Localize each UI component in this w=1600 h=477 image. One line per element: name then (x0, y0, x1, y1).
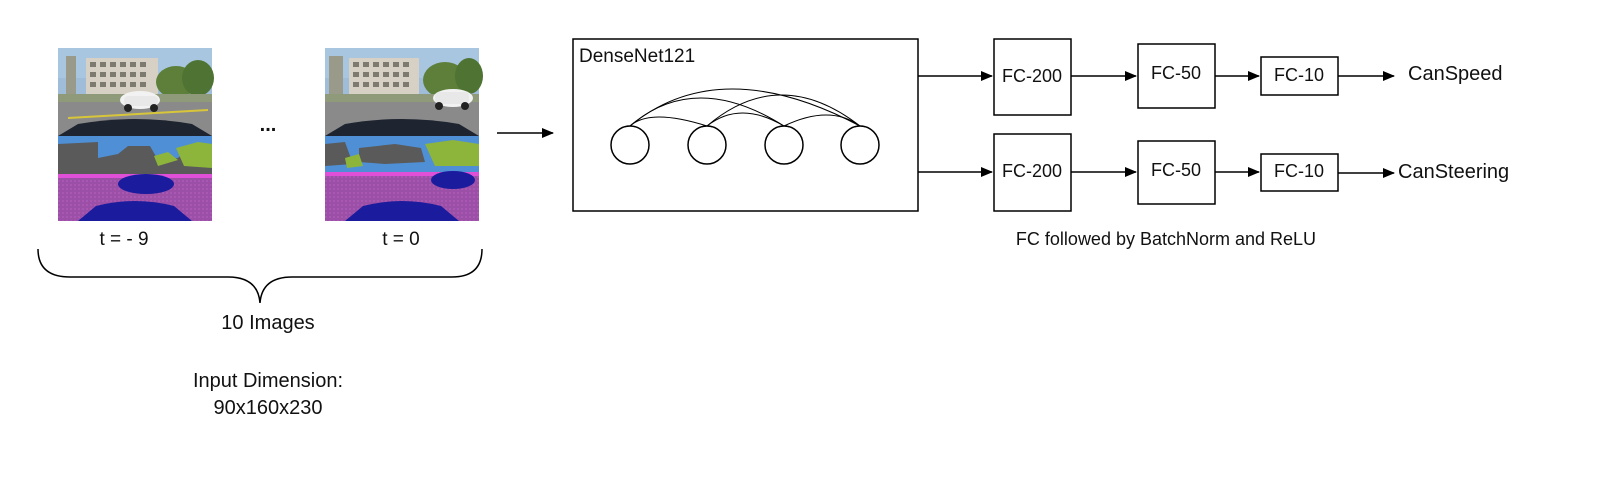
steering-fc10-box (1260, 153, 1339, 192)
speed-fc10-label: FC-10 (1274, 65, 1324, 85)
steering-fc200-box (993, 133, 1072, 212)
frame-t-0 (325, 48, 483, 221)
frames-brace (37, 248, 483, 304)
steering-fc10-label: FC-10 (1274, 161, 1324, 181)
steering-head: FC-200 FC-50 FC-10 CanSteering (918, 133, 1509, 212)
segmentation-image (325, 136, 479, 221)
densenet-title: DenseNet121 (579, 46, 695, 67)
frame-label-last: t = 0 (382, 229, 420, 250)
brace-label: 10 Images (221, 312, 314, 334)
frames-ellipsis: ... (260, 114, 277, 136)
speed-fc50-label: FC-50 (1151, 63, 1201, 83)
frame-label-first: t = - 9 (99, 229, 148, 250)
camera-image (325, 48, 483, 136)
speed-fc200-label: FC-200 (1002, 66, 1062, 86)
dense-node (610, 125, 650, 165)
speed-output-label: CanSpeed (1408, 63, 1503, 85)
steering-output-label: CanSteering (1398, 161, 1509, 183)
steering-fc50-label: FC-50 (1151, 160, 1201, 180)
dense-node (840, 125, 880, 165)
steering-fc200-label: FC-200 (1002, 161, 1062, 181)
speed-fc50-box (1137, 43, 1216, 109)
fc-note: FC followed by BatchNorm and ReLU (1016, 229, 1316, 249)
dense-node (764, 125, 804, 165)
input-dimension-value: 90x160x230 (214, 397, 323, 419)
speed-fc200-box (993, 38, 1072, 116)
input-dimension-label: Input Dimension: (193, 370, 343, 392)
frame-t-minus-9 (58, 48, 214, 221)
segmentation-image (58, 136, 212, 221)
speed-fc10-box (1260, 56, 1339, 96)
densenet-block: DenseNet121 (572, 38, 919, 212)
camera-image (58, 48, 214, 136)
dense-node (687, 125, 727, 165)
steering-fc50-box (1137, 140, 1216, 205)
dense-connections (629, 88, 861, 127)
speed-head: FC-200 FC-50 FC-10 CanSpeed (918, 38, 1503, 116)
